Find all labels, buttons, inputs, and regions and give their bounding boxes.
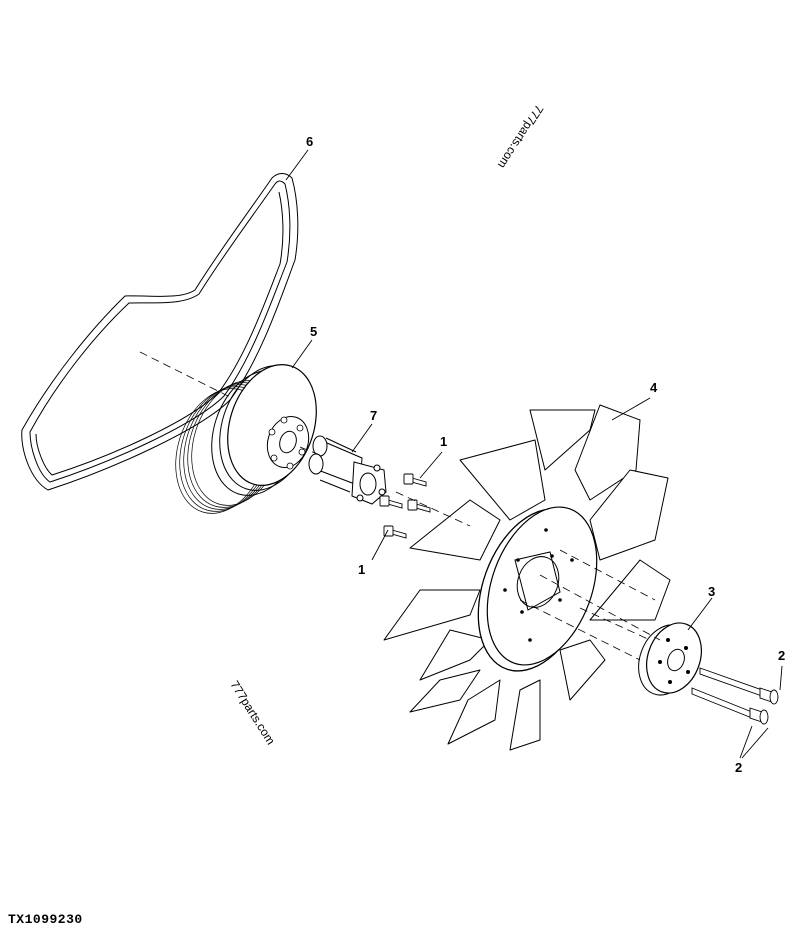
- callout-6: 6: [306, 134, 313, 149]
- figure-id: TX1099230: [8, 912, 83, 927]
- callout-1-bottom: 1: [358, 562, 365, 577]
- hub-bolts: [691, 667, 779, 725]
- crankshaft-pulley: [175, 364, 317, 514]
- callout-2-bottom: 2: [735, 760, 742, 775]
- leader-lines: [285, 149, 783, 759]
- callout-7: 7: [370, 408, 377, 423]
- watermark-top: 777parts.com: [495, 102, 546, 171]
- callout-4: 4: [650, 380, 658, 395]
- callout-1-top: 1: [440, 434, 447, 449]
- fan-spacer: [308, 435, 387, 505]
- callout-2-top: 2: [778, 648, 785, 663]
- callout-3: 3: [708, 584, 715, 599]
- fan-drive-hub: [638, 622, 702, 696]
- assembly-centerlines: [139, 351, 661, 661]
- watermark-bottom: 777parts.com: [227, 678, 277, 747]
- callout-5: 5: [310, 324, 317, 339]
- spacer-bolts: [379, 473, 431, 539]
- cooling-fan: [383, 404, 671, 751]
